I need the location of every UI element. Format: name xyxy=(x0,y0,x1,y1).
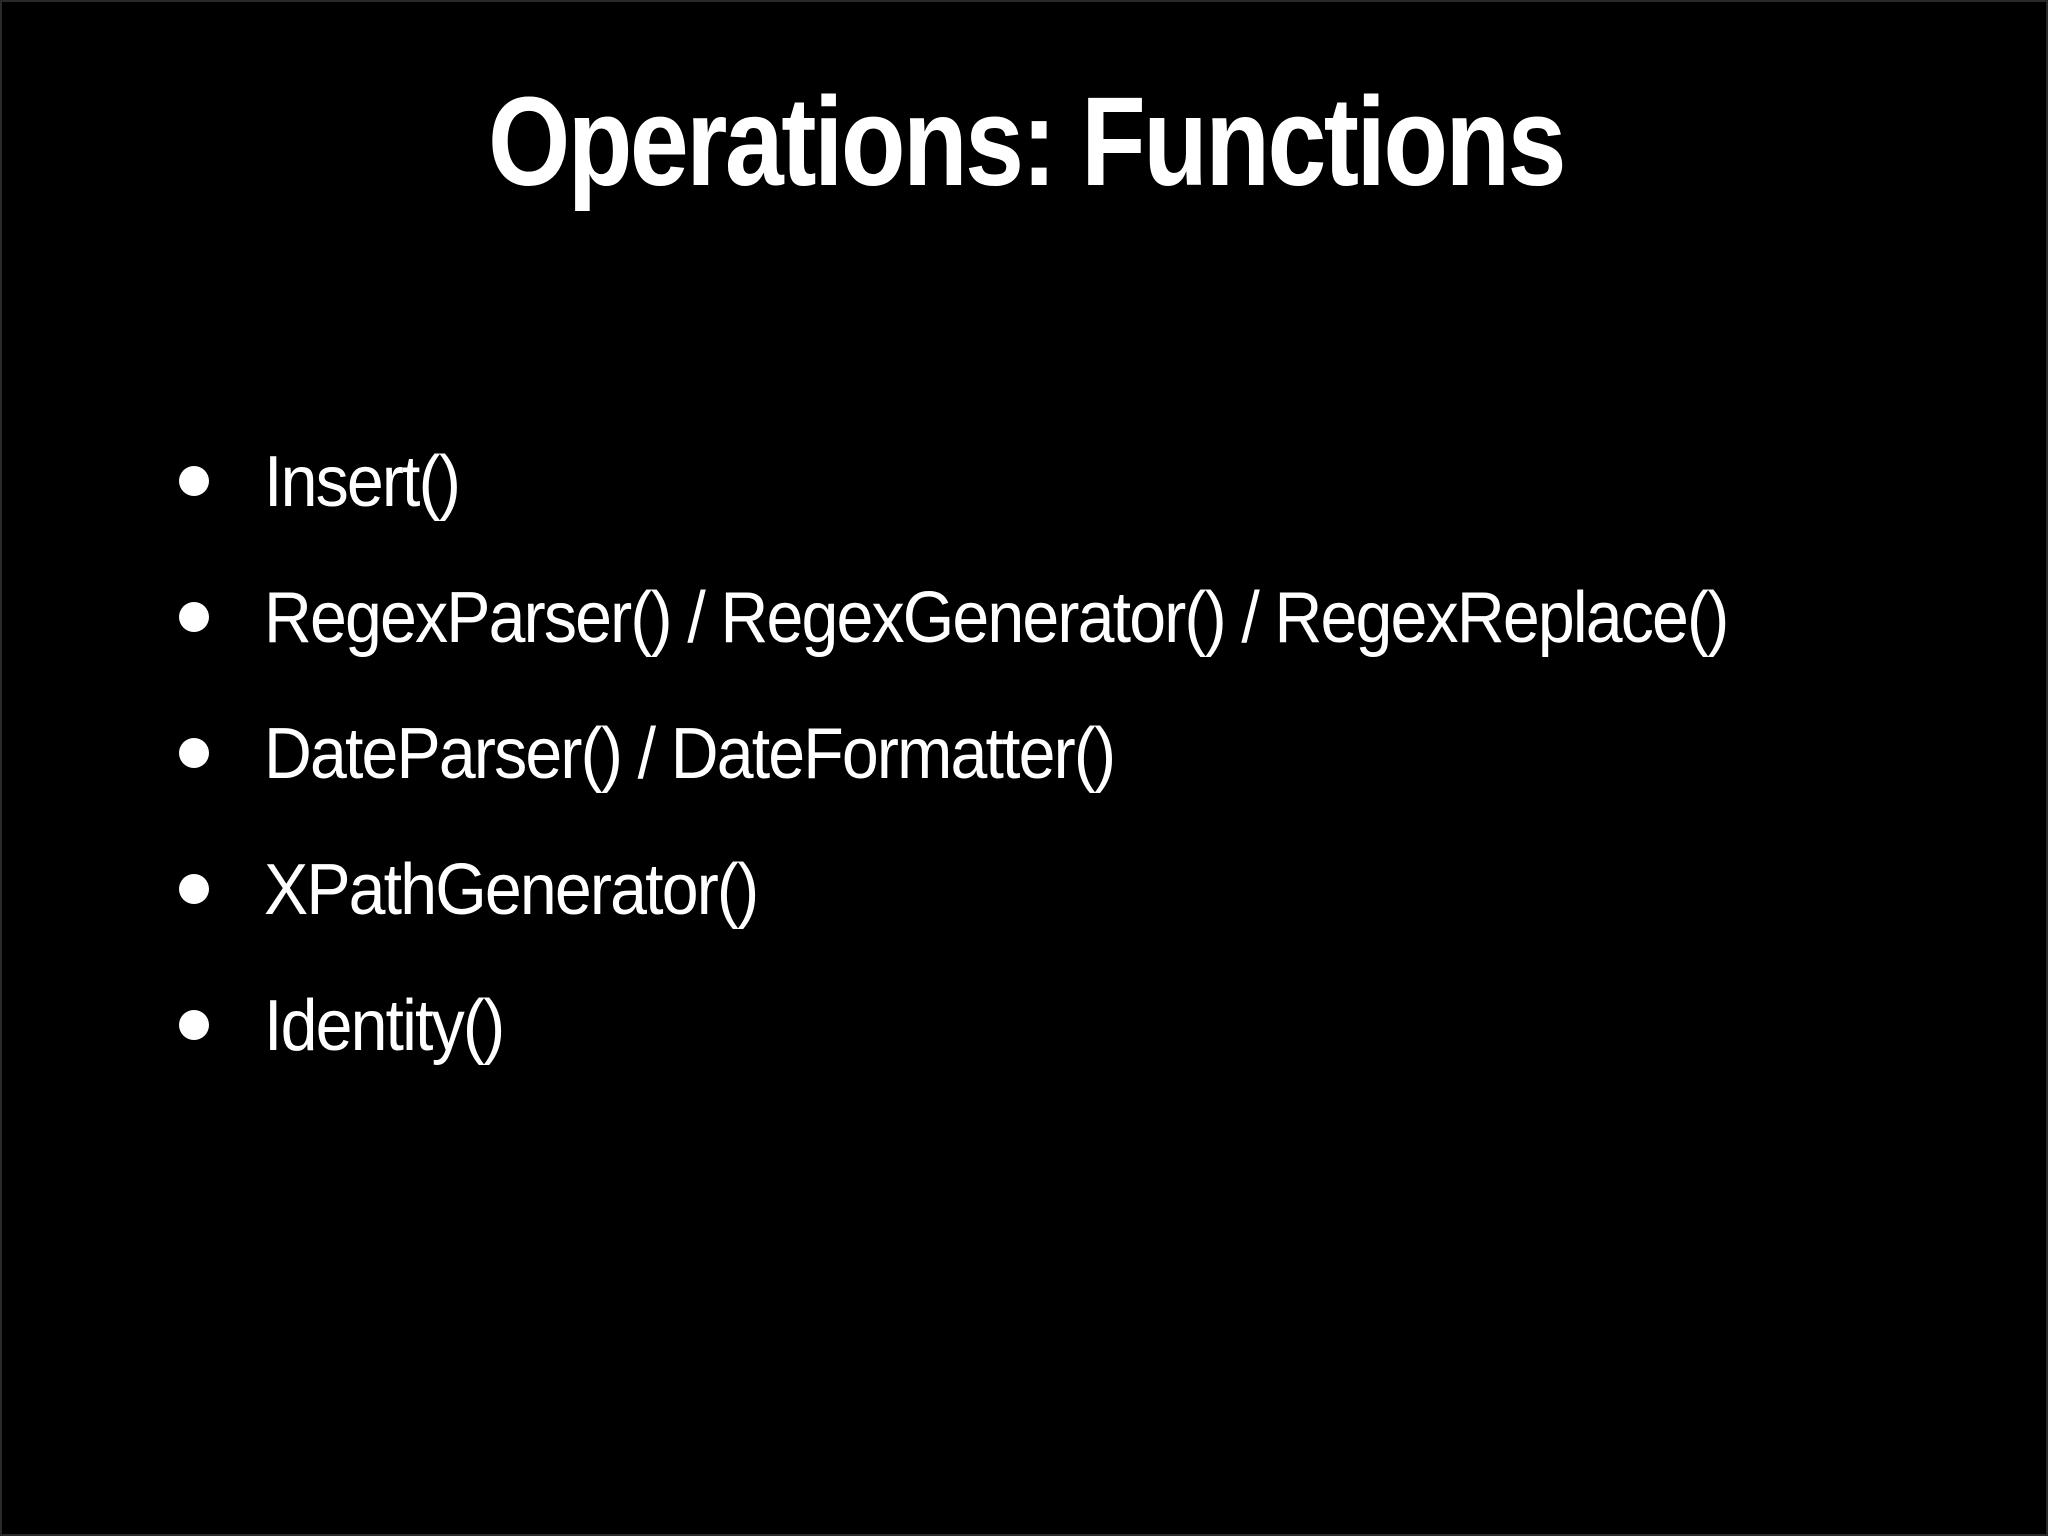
bullet-list: Insert() RegexParser() / RegexGenerator(… xyxy=(2,432,2048,1112)
slide-title: Operations: Functions xyxy=(487,71,1567,212)
bullet-icon xyxy=(179,466,209,496)
list-item: Identity() xyxy=(2,976,2048,1112)
bullet-text: RegexParser() / RegexGenerator() / Regex… xyxy=(264,578,1729,658)
list-item: DateParser() / DateFormatter() xyxy=(2,704,2048,840)
bullet-icon xyxy=(179,738,209,768)
list-item: Insert() xyxy=(2,432,2048,568)
bullet-icon xyxy=(179,874,209,904)
bullet-text: XPathGenerator() xyxy=(264,850,759,930)
list-item: XPathGenerator() xyxy=(2,840,2048,976)
bullet-icon xyxy=(179,1010,209,1040)
bullet-text: DateParser() / DateFormatter() xyxy=(264,714,1116,794)
bullet-text: Identity() xyxy=(264,986,505,1066)
list-item: RegexParser() / RegexGenerator() / Regex… xyxy=(2,568,2048,704)
bullet-text: Insert() xyxy=(264,442,461,522)
bullet-icon xyxy=(179,602,209,632)
